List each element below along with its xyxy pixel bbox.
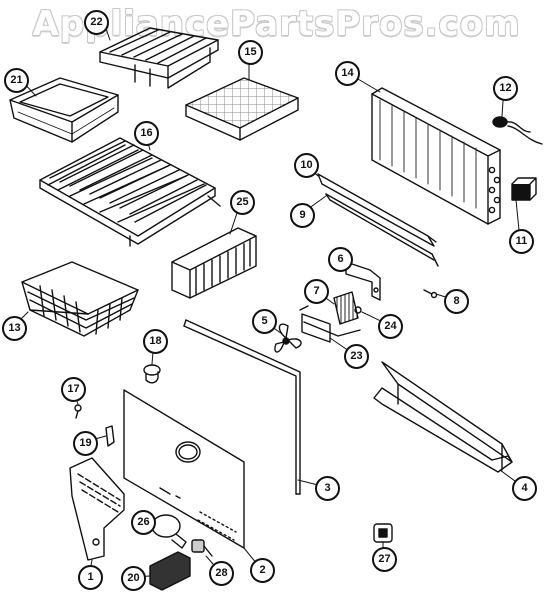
ice-tray-part: [185, 77, 299, 141]
callout-19: 19: [73, 431, 98, 456]
ice-tray-rack-part: [99, 27, 219, 89]
callout-6: 6: [328, 247, 353, 272]
clip-part: [105, 425, 115, 447]
callout-21: 21: [4, 68, 29, 93]
motor-bracket-part: [301, 313, 331, 343]
light-lens-part: [149, 551, 191, 591]
callout-24: 24: [378, 314, 403, 339]
callout-23: 23: [344, 344, 369, 369]
callout-22: 22: [84, 10, 109, 35]
control-knob-part: [143, 364, 161, 384]
callout-17: 17: [61, 377, 86, 402]
screw-part: [423, 289, 438, 299]
callout-8: 8: [444, 289, 469, 314]
callout-2: 2: [250, 558, 275, 583]
sensor-part: [492, 116, 543, 145]
callout-7: 7: [304, 279, 329, 304]
callout-27: 27: [372, 547, 397, 572]
callout-12: 12: [493, 76, 518, 101]
callout-26: 26: [131, 510, 156, 535]
screw-small-part: [74, 404, 82, 419]
ice-bin-part: [9, 77, 119, 143]
terminal-block-part: [511, 177, 537, 201]
rear-baffle-part: [171, 227, 257, 299]
evaporator-part: [371, 87, 501, 225]
light-socket-part: [191, 539, 213, 557]
fan-blade-part: [274, 323, 302, 353]
washer-part: [354, 306, 362, 314]
callout-28: 28: [209, 561, 234, 586]
door-gasket-part: [183, 319, 301, 495]
callout-13: 13: [2, 316, 27, 341]
air-duct-part: [69, 457, 125, 561]
defrost-heater-part: [307, 167, 437, 247]
mounting-bracket-part: [345, 261, 381, 301]
callout-18: 18: [143, 329, 168, 354]
callout-14: 14: [335, 61, 360, 86]
callout-4: 4: [512, 476, 537, 501]
callout-15: 15: [238, 40, 263, 65]
callout-16: 16: [134, 121, 159, 146]
callout-20: 20: [121, 566, 146, 591]
light-switch-part: [373, 523, 393, 543]
light-bulb-part: [151, 514, 187, 549]
heater-element-part: [325, 193, 439, 267]
door-rail-part: [373, 361, 513, 473]
callout-25: 25: [230, 190, 255, 215]
callout-3: 3: [315, 476, 340, 501]
callout-1: 1: [78, 565, 103, 590]
wire-shelf-part: [39, 137, 221, 247]
callout-9: 9: [290, 203, 315, 228]
fan-motor-part: [299, 291, 361, 337]
wire-basket-part: [21, 261, 139, 337]
callout-11: 11: [509, 229, 534, 254]
watermark-logo: AppliancePartsPros.com: [32, 4, 521, 44]
callout-10: 10: [294, 153, 319, 178]
callout-5: 5: [252, 309, 277, 334]
